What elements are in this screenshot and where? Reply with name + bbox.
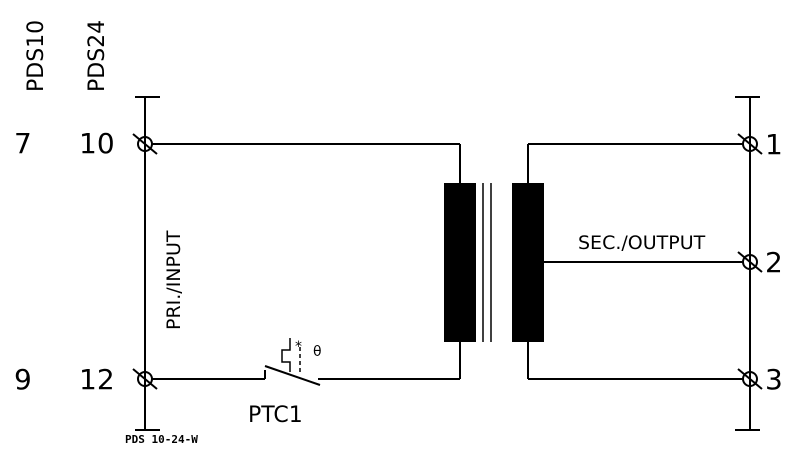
model-label-pds10: PDS10	[24, 20, 49, 92]
ptc-label: PTC1	[248, 403, 303, 428]
ptc-switch	[264, 338, 321, 386]
secondary-wiring	[527, 143, 743, 380]
primary-wiring	[152, 143, 461, 380]
ptc-asterisk: *	[295, 339, 302, 355]
primary-label: PRI./INPUT	[163, 230, 185, 330]
secondary-terminal-2	[737, 251, 763, 273]
secondary-pin-3: 3	[765, 363, 783, 396]
drawing-number: PDS 10-24-W	[125, 433, 198, 446]
primary-terminal-strip	[135, 96, 160, 431]
pin-pds10-bottom: 9	[14, 363, 32, 396]
pin-pds10-top: 7	[14, 127, 32, 160]
ptc-theta-symbol: θ	[313, 344, 322, 360]
secondary-terminal-3	[737, 368, 763, 390]
secondary-winding	[512, 183, 544, 342]
secondary-terminal-1	[737, 133, 763, 155]
secondary-terminal-strip	[735, 96, 760, 431]
secondary-pin-1: 1	[765, 128, 783, 161]
primary-winding	[444, 183, 476, 342]
secondary-label: SEC./OUTPUT	[578, 232, 706, 254]
secondary-pin-2: 2	[765, 246, 783, 279]
transformer	[444, 183, 544, 342]
pin-pds24-top: 10	[79, 127, 115, 160]
pin-pds24-bottom: 12	[79, 363, 115, 396]
model-label-pds24: PDS24	[85, 20, 110, 92]
